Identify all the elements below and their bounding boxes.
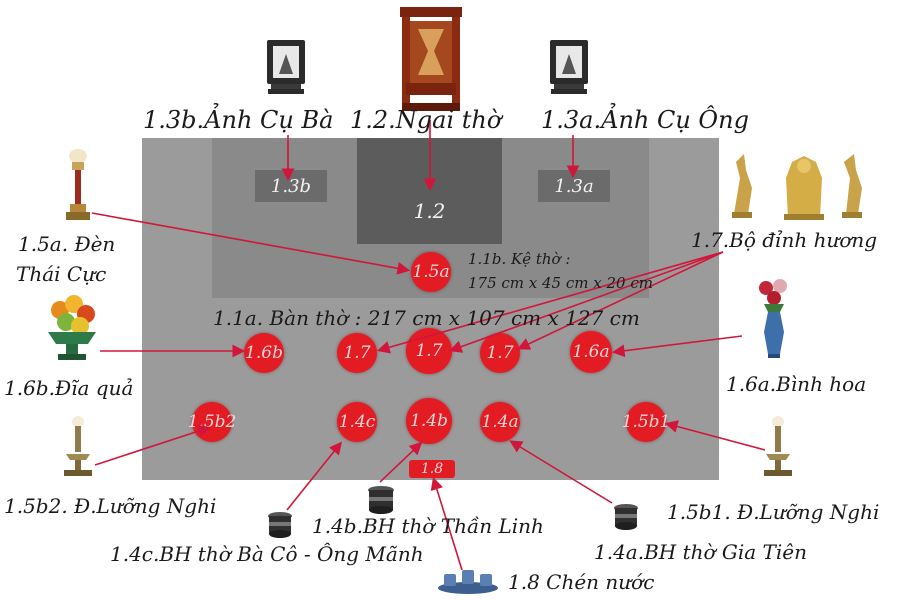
incense-bowl-icon: [614, 504, 638, 530]
label-incense-bowl-than-linh: 1.4b.BH thờ Thần Linh: [312, 514, 544, 538]
zone-grandmother-photo: 1.3b: [255, 170, 327, 202]
fruit-plate-icon: [48, 295, 96, 360]
label-altar-table: 1.1a. Bàn thờ : 217 cm x 107 cm x 127 cm: [213, 306, 640, 330]
lamp-icon: [66, 149, 90, 220]
label-luong-nghi-right: 1.5b1. Đ.Lưỡng Nghi: [667, 500, 880, 524]
portrait-frame-icon: [550, 40, 588, 94]
flower-vase-icon: [759, 279, 787, 358]
label-grandmother-photo: 1.3b.Ảnh Cụ Bà: [143, 106, 334, 134]
label-luong-nghi-left: 1.5b2. Đ.Lưỡng Nghi: [4, 494, 217, 518]
label-lamp-thai-cuc-line2: Thái Cực: [16, 262, 107, 286]
incense-bowl-icon: [368, 486, 394, 514]
marker-1-7-right: 1.7: [480, 333, 520, 373]
altar-chair-icon: [400, 7, 462, 111]
label-incense-bowl-gia-tien: 1.4a.BH thờ Gia Tiên: [594, 540, 808, 564]
label-altar-chair: 1.2.Ngai thờ: [350, 106, 502, 134]
portrait-frame-icon: [267, 40, 305, 94]
marker-1-4a: 1.4a: [480, 402, 520, 442]
marker-1-5a: 1.5a: [411, 252, 451, 292]
label-lamp-thai-cuc-line1: 1.5a. Đèn: [18, 232, 116, 256]
label-shelf-line1: 1.1b. Kệ thờ :: [468, 250, 571, 268]
label-fruit-plate: 1.6b.Đĩa quả: [4, 376, 134, 400]
label-shelf-line2: 175 cm x 45 cm x 20 cm: [468, 274, 653, 292]
label-incense-set: 1.7.Bộ đỉnh hương: [691, 228, 878, 252]
marker-1-8: 1.8: [409, 460, 455, 478]
lamp-icon: [764, 416, 792, 476]
marker-1-4c: 1.4c: [337, 402, 377, 442]
marker-1-5b1: 1.5b1: [622, 402, 670, 442]
incense-bowl-icon: [268, 512, 292, 538]
incense-set-icon: [732, 154, 862, 220]
marker-1-4b: 1.4b: [406, 398, 452, 444]
label-incense-bowl-ba-co: 1.4c.BH thờ Bà Cô - Ông Mãnh: [110, 542, 424, 566]
marker-1-7-left: 1.7: [337, 333, 377, 373]
lamp-icon: [64, 416, 92, 476]
label-water-cups: 1.8 Chén nước: [508, 570, 655, 594]
label-flower-vase: 1.6a.Bình hoa: [726, 372, 867, 396]
marker-1-6b: 1.6b: [244, 333, 284, 373]
label-grandfather-photo: 1.3a.Ảnh Cụ Ông: [541, 106, 749, 134]
water-cups-icon: [438, 570, 498, 594]
marker-1-6a: 1.6a: [570, 331, 612, 373]
